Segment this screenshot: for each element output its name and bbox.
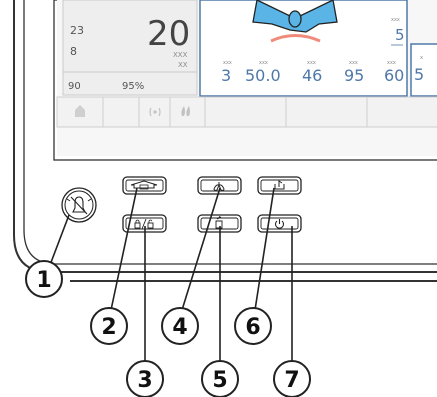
panel-left-bottom-value: 90 <box>68 81 81 92</box>
panel-left-unit-xx: XX <box>178 61 188 69</box>
callout-6-number: 6 <box>245 315 260 340</box>
readout-value: 60 <box>384 66 404 85</box>
callout-4-number: 4 <box>172 315 187 340</box>
bowtie-knot <box>288 10 302 28</box>
readouts-row: xxx 3 xxx 50.0 xxx 46 xxx 95 xxx 60 <box>221 60 404 85</box>
lungs-button[interactable] <box>197 176 242 195</box>
manual-breath-button[interactable] <box>257 176 302 195</box>
tab-home-icon[interactable] <box>75 105 85 117</box>
callout-3-number: 3 <box>137 368 152 393</box>
readout-value: 95 <box>344 66 364 85</box>
home-o2-icon <box>130 180 158 190</box>
screen-tab-bar <box>56 96 437 128</box>
callout-7-number: 7 <box>284 368 299 393</box>
tab-drops-icon[interactable] <box>181 106 190 116</box>
panel-left-bottom-percent: 95% <box>122 81 144 92</box>
center-tiny-label: xxx <box>391 17 400 23</box>
center-right-value: 5 <box>395 26 405 44</box>
panel-left-unit-xxx: XXX <box>173 51 188 59</box>
readout-value: 50.0 <box>245 66 281 85</box>
readout-label: xxx <box>307 60 316 66</box>
lock-unlock-button[interactable] <box>122 214 167 233</box>
readout-label: xxx <box>349 60 358 66</box>
callout-1-number: 1 <box>36 268 51 293</box>
panel-left: 23 8 20 XXX XX 90 95% <box>62 0 198 96</box>
panel-right-tiny-label: x <box>420 55 423 61</box>
device-housing-inner-outline <box>23 0 437 265</box>
panel-right-value: 5 <box>414 65 424 84</box>
callout-7: 7 <box>273 360 311 397</box>
panel-center: xxx 5 <box>199 0 408 97</box>
tab-signal-icon[interactable] <box>149 107 161 117</box>
callout-4: 4 <box>161 307 199 345</box>
readout-label: xxx <box>387 60 396 66</box>
readout-label: xxx <box>259 60 268 66</box>
callout-2: 2 <box>90 307 128 345</box>
callout-5: 5 <box>201 360 239 397</box>
callout-3: 3 <box>126 360 164 397</box>
lock-unlock-icon <box>134 218 154 230</box>
callout-6: 6 <box>234 307 272 345</box>
panel-left-value-2: 8 <box>70 45 77 58</box>
manual-breath-icon <box>274 180 285 190</box>
callout-2-number: 2 <box>101 315 116 340</box>
nebulizer-icon <box>215 215 223 229</box>
power-button[interactable] <box>257 214 302 233</box>
alarm-silence-icon <box>66 196 92 215</box>
readout-value: 46 <box>302 66 322 85</box>
panel-left-value-1: 23 <box>70 24 84 37</box>
home-o2-button[interactable] <box>122 176 167 195</box>
panel-left-big-value: 20 <box>147 14 190 54</box>
callout-5-number: 5 <box>212 368 227 393</box>
power-icon <box>274 219 285 229</box>
mouth-curve-graphic <box>270 34 321 43</box>
lungs-icon <box>213 182 225 191</box>
readout-value: 3 <box>221 66 231 85</box>
leader-lines <box>49 187 293 365</box>
alarm-silence-button[interactable] <box>61 187 97 223</box>
readout-label: xxx <box>223 60 232 66</box>
panel-right: x 5 <box>410 43 437 97</box>
callout-1: 1 <box>25 260 63 298</box>
